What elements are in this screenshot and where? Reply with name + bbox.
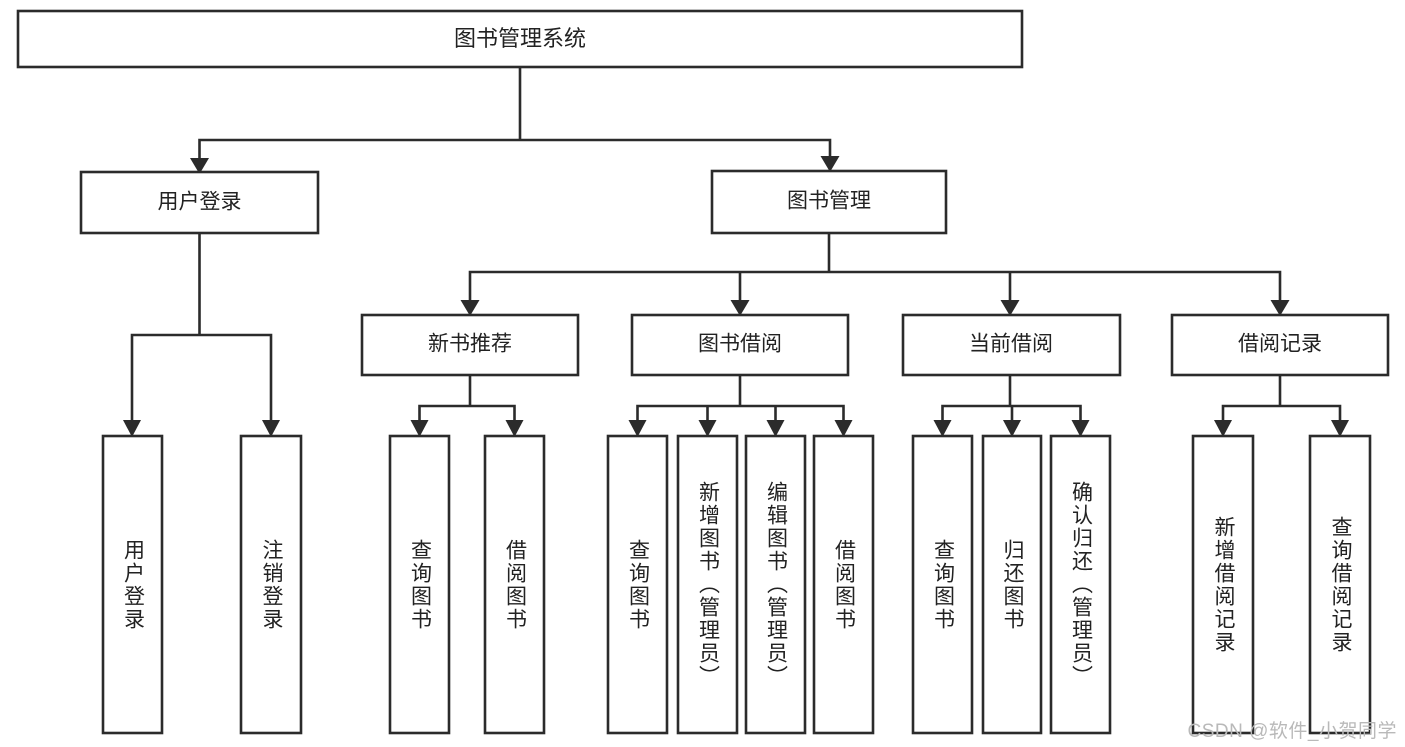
node-book-borrow-label: 图书借阅	[698, 333, 782, 356]
node-new-book-recommend-box[interactable]	[360, 313, 580, 377]
leaf-box-user-login[interactable]	[101, 434, 164, 735]
node-new-book-recommend-label: 新书推荐	[428, 333, 512, 356]
arrow-leaf-9	[933, 420, 952, 437]
node-book-management-box[interactable]	[710, 169, 948, 235]
arrow-to-book-manage	[820, 156, 840, 172]
node-current-borrow-box[interactable]	[901, 313, 1122, 377]
leaf-box-add-record[interactable]	[1191, 434, 1255, 735]
arrow-to-user-login	[190, 158, 209, 174]
leaf-box-layer	[101, 434, 1372, 735]
arrow-leaf-12	[1214, 420, 1232, 437]
node-book-borrow[interactable]: 图书借阅	[630, 313, 850, 377]
node-root-box[interactable]	[16, 9, 1024, 69]
leaf-box-confirm-return[interactable]	[1049, 434, 1112, 735]
arrow-to-record	[1270, 300, 1290, 316]
node-book-borrow-box[interactable]	[630, 313, 850, 377]
arrow-leaf-3	[410, 420, 429, 437]
node-user-login[interactable]: 用户登录	[79, 170, 320, 235]
node-book-management-label: 图书管理	[787, 190, 871, 213]
arrow-leaf-13	[1331, 420, 1349, 437]
edge-newbook-bus	[418, 373, 516, 425]
watermark: CSDN @软件_小贺同学	[1187, 721, 1397, 742]
arrow-leaf-2	[262, 420, 280, 437]
edge-login-bus	[130, 231, 273, 425]
leaf-box-borrow-book-2[interactable]	[812, 434, 875, 735]
node-borrow-record-box[interactable]	[1170, 313, 1390, 377]
connector-layer	[130, 65, 1342, 425]
leaf-box-borrow-book-1[interactable]	[483, 434, 546, 735]
arrow-leaf-6	[698, 420, 717, 437]
leaf-box-query-book-1[interactable]	[388, 434, 451, 735]
edge-root-bus	[198, 65, 832, 162]
node-current-borrow-label: 当前借阅	[969, 333, 1053, 356]
leaf-box-edit-book-admin[interactable]	[744, 434, 807, 735]
node-root[interactable]: 图书管理系统	[16, 9, 1024, 69]
arrow-to-book-borrow	[730, 300, 750, 316]
node-borrow-record-label: 借阅记录	[1238, 333, 1322, 356]
node-new-book-recommend[interactable]: 新书推荐	[360, 313, 580, 377]
arrowhead-layer	[123, 156, 1349, 437]
node-book-management[interactable]: 图书管理	[710, 169, 948, 235]
edge-books-bus	[468, 231, 1282, 304]
leaf-box-return-book[interactable]	[981, 434, 1043, 735]
arrow-leaf-5	[628, 420, 647, 437]
arrow-leaf-11	[1071, 420, 1090, 437]
edge-record-bus	[1221, 373, 1342, 425]
leaf-box-query-book-3[interactable]	[911, 434, 974, 735]
node-current-borrow[interactable]: 当前借阅	[901, 313, 1122, 377]
leaf-box-logout[interactable]	[239, 434, 303, 735]
node-root-label: 图书管理系统	[454, 26, 586, 51]
leaf-box-add-book-admin[interactable]	[676, 434, 739, 735]
arrow-leaf-8	[834, 420, 853, 437]
leaf-box-query-record[interactable]	[1308, 434, 1372, 735]
node-borrow-record[interactable]: 借阅记录	[1170, 313, 1390, 377]
node-user-login-label: 用户登录	[158, 191, 242, 214]
node-user-login-box[interactable]	[79, 170, 320, 235]
arrow-to-new-book	[460, 300, 480, 316]
arrow-leaf-10	[1003, 420, 1021, 437]
leaf-box-query-book-2[interactable]	[606, 434, 669, 735]
edge-current-bus	[941, 373, 1082, 425]
arrow-leaf-7	[766, 420, 785, 437]
arrow-to-current	[1000, 300, 1020, 316]
edge-borrow-bus	[636, 373, 845, 425]
arrow-leaf-4	[505, 420, 524, 437]
arrow-leaf-1	[123, 420, 141, 437]
